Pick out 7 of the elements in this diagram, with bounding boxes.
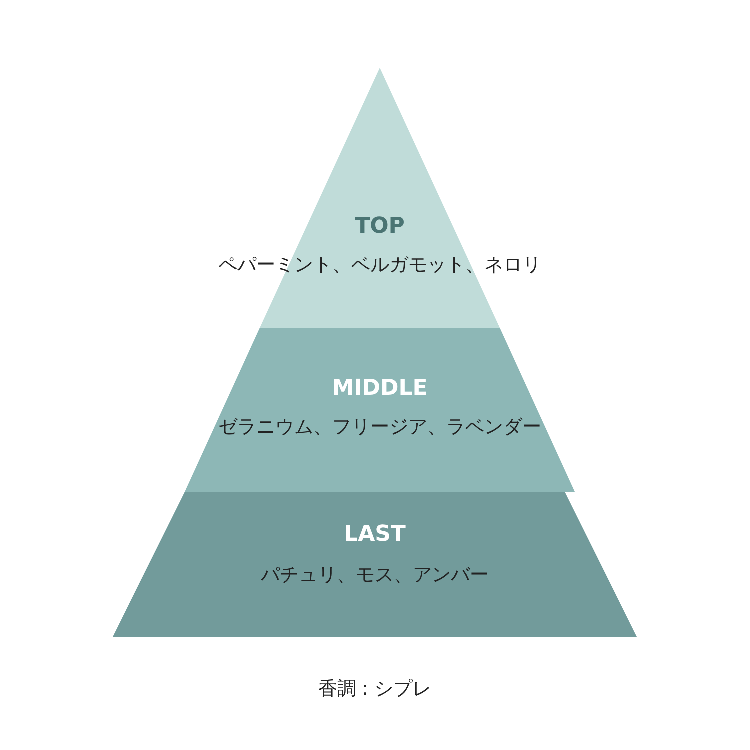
note-list: ゼラニウム、フリージア、ラベンダー: [218, 414, 542, 440]
tier-heading: TOP: [355, 214, 405, 239]
tier-heading: LAST: [344, 522, 406, 547]
note-list: パチュリ、モス、アンバー: [261, 562, 489, 588]
fragrance-type-text: 香調 : シプレ: [318, 677, 432, 702]
tier-heading: MIDDLE: [332, 376, 428, 401]
note-list: ペパーミント、ベルガモット、ネロリ: [218, 252, 542, 278]
